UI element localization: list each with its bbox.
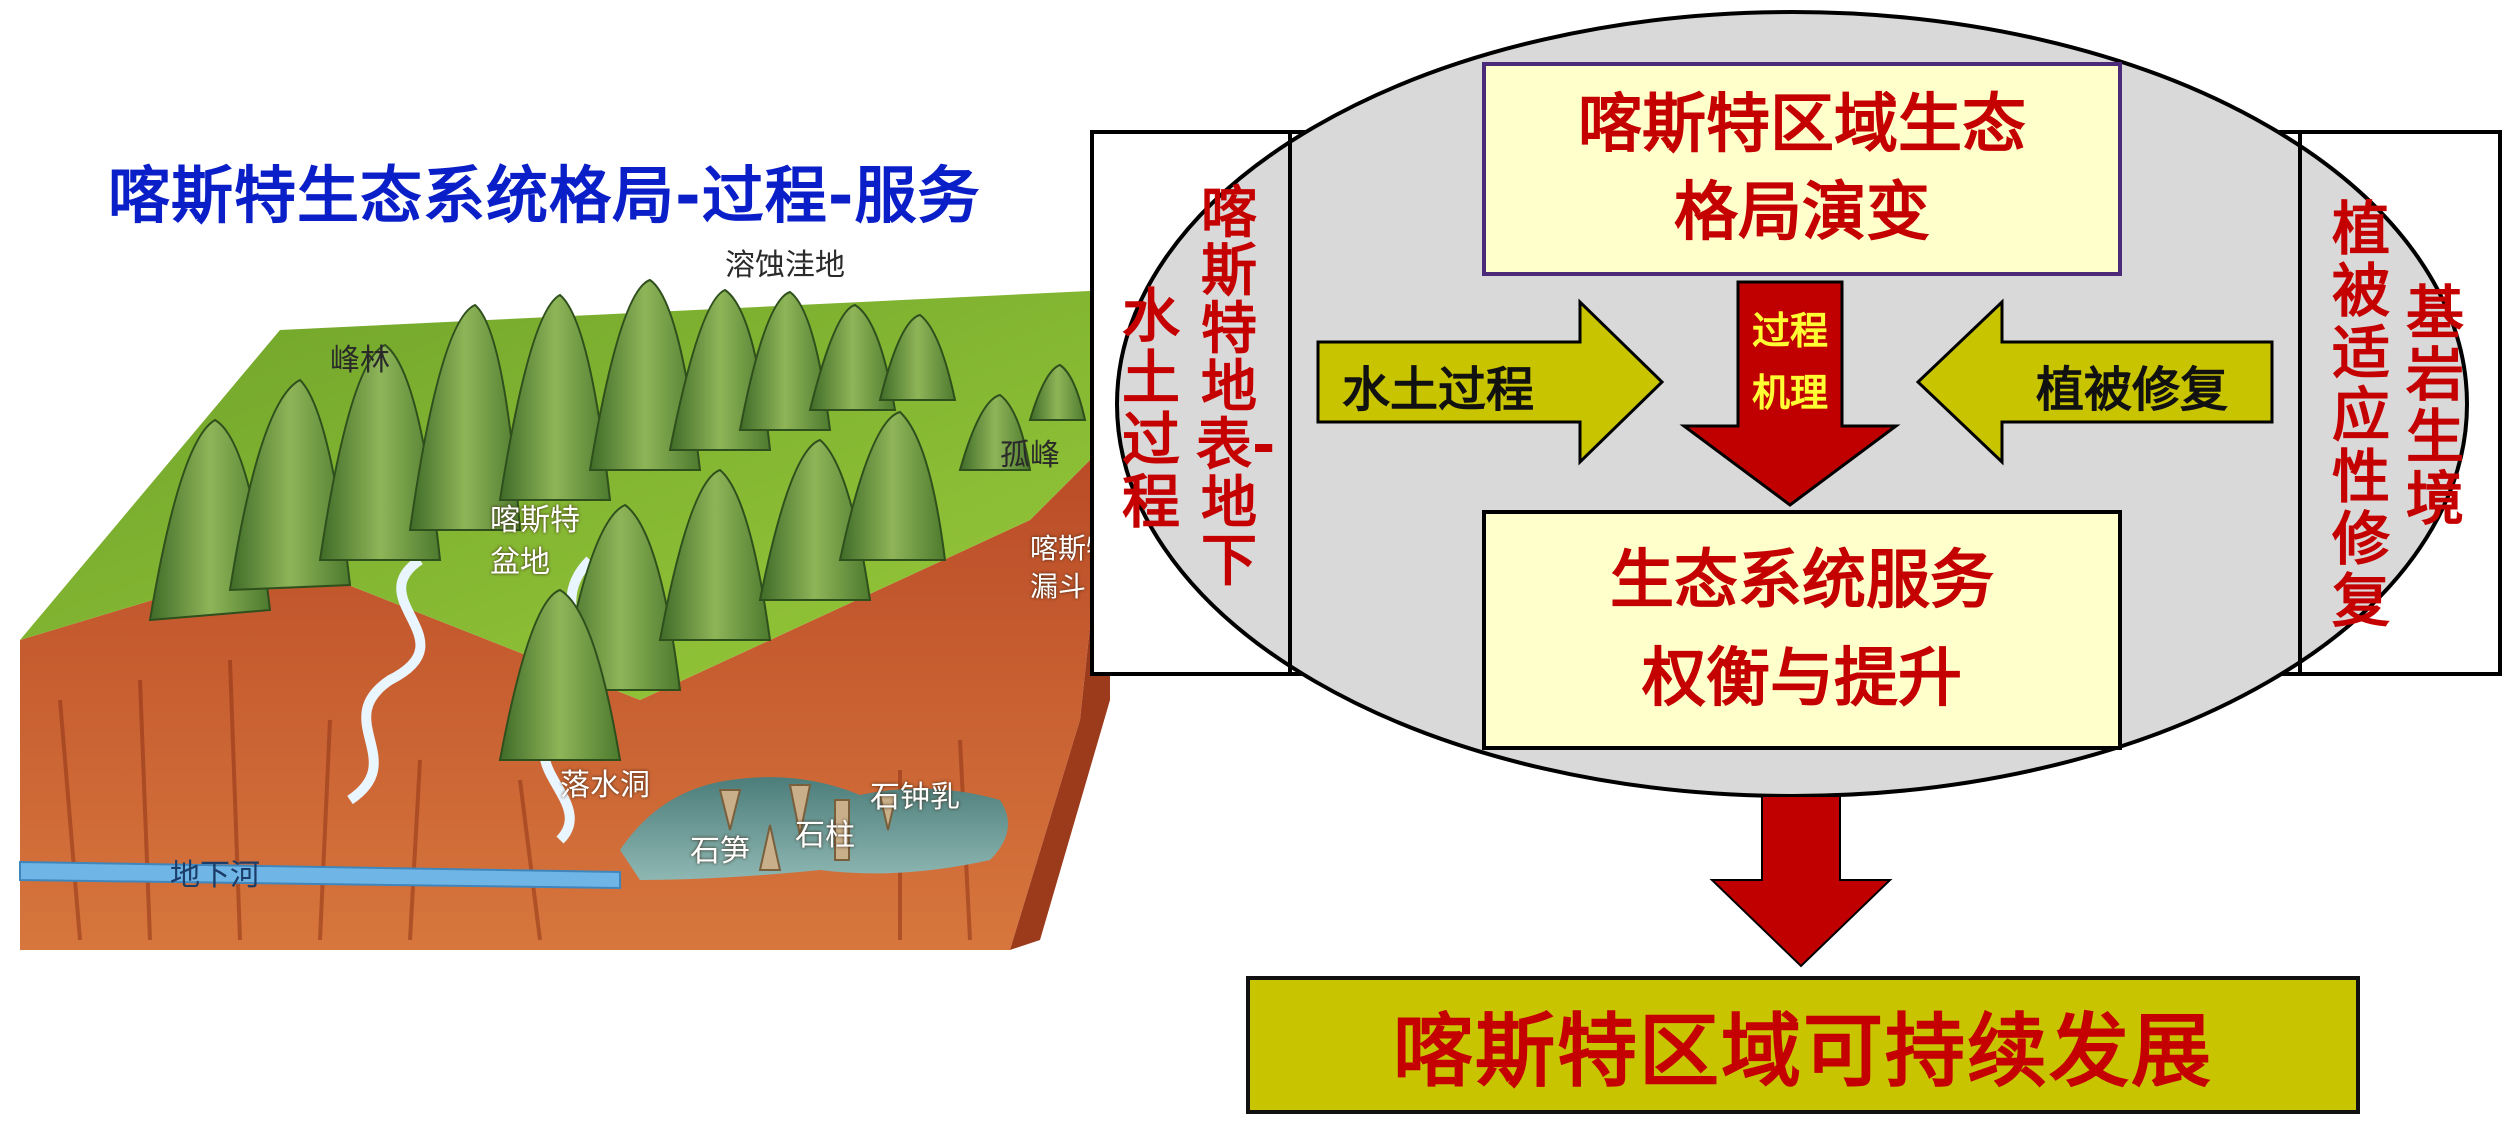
- label-isolated-peak: 孤峰: [1000, 438, 1060, 473]
- label-stalactite: 石钟乳: [870, 780, 960, 815]
- label-stone-pillar: 石柱: [795, 818, 855, 853]
- karst-peaks: [148, 278, 1087, 761]
- right-arrow: [1915, 298, 2274, 466]
- left-arrow: [1316, 298, 1665, 466]
- center-arrow-line-2: 机理: [1751, 371, 1828, 415]
- left-outer-vertical-label: 水土过程: [1121, 282, 1180, 536]
- bottom-arrow: [1709, 795, 1893, 968]
- sustainable-development-box: 喀斯特区域可持续发展: [1246, 976, 2360, 1114]
- center-arrow-label: 过程 机理: [1740, 300, 1840, 424]
- top-box-line-1: 喀斯特区域生态: [1578, 88, 2026, 162]
- label-sinkhole: 落水洞: [560, 768, 650, 803]
- label-karst-depression: 溶蚀洼地: [725, 248, 845, 283]
- label-peak-cluster: 峰林: [330, 343, 390, 378]
- left-arrow-label: 水土过程: [1342, 362, 1535, 418]
- label-stalagmite: 石笋: [690, 834, 750, 869]
- top-box: 喀斯特区域生态 格局演变: [1482, 62, 2122, 276]
- right-inner-vertical-label: 植被适应性修复: [2331, 195, 2390, 635]
- center-arrow: [1679, 280, 1901, 507]
- bottom-box-line-2: 权衡与提升: [1642, 642, 1962, 716]
- page-title: 喀斯特生态系统格局-过程-服务: [108, 159, 981, 232]
- bottom-box: 生态系统服务 权衡与提升: [1482, 510, 2122, 750]
- right-arrow-label: 植被修复: [2036, 362, 2229, 418]
- center-arrow-line-1: 过程: [1751, 309, 1828, 353]
- label-underground-river: 地下河: [170, 858, 260, 893]
- bottom-box-line-1: 生态系统服务: [1610, 544, 1994, 618]
- top-box-line-2: 格局演变: [1674, 176, 1930, 250]
- cave-system: [620, 777, 1008, 880]
- left-inner-vertical-label: 喀斯特地表-地下: [1196, 181, 1276, 594]
- label-karst-basin: 喀斯特 盆地: [490, 503, 580, 580]
- right-outer-vertical-label: 基岩生境: [2405, 279, 2464, 533]
- underground-river: [19, 860, 621, 890]
